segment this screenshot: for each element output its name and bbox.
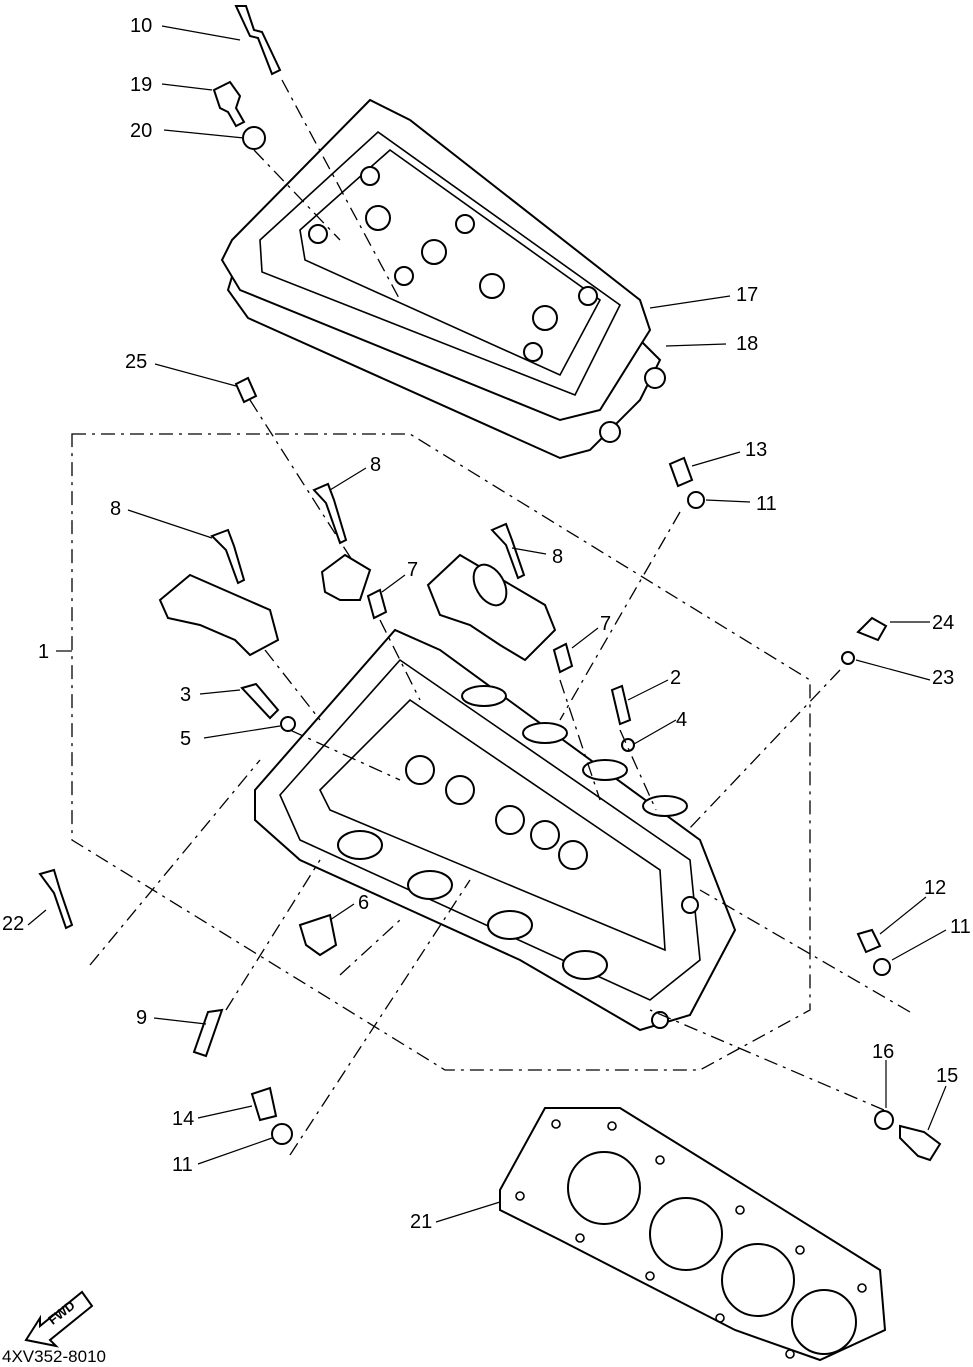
- reference-code: 4XV352-8010: [2, 1347, 106, 1366]
- callout-8-right: 8: [552, 546, 563, 568]
- dowel-pin-7-left: [366, 588, 388, 620]
- gasket-11-lower: [271, 1123, 293, 1145]
- cover-bolt-holes: [308, 166, 598, 362]
- dowel-pin-25: [234, 376, 258, 404]
- callout-15: 15: [936, 1065, 958, 1087]
- plug-6: [298, 913, 338, 957]
- cylinder-head: [254, 628, 737, 1032]
- callout-9: 9: [136, 1007, 147, 1029]
- callout-3: 3: [180, 684, 191, 706]
- stud-bolt-9: [192, 1008, 224, 1058]
- camshaft-lobe: [472, 563, 508, 607]
- callout-8-upper: 8: [370, 454, 381, 476]
- callout-6: 6: [358, 892, 369, 914]
- callout-11-upper: 11: [756, 493, 777, 515]
- bolt-22: [38, 868, 74, 930]
- plug-12: [856, 928, 882, 954]
- plug-13: [668, 456, 694, 488]
- callout-13: 13: [745, 439, 767, 461]
- callout-4: 4: [676, 709, 687, 731]
- callout-22: 22: [2, 913, 24, 935]
- callout-16: 16: [872, 1041, 894, 1063]
- gasket-16: [874, 1110, 894, 1130]
- callout-14: 14: [172, 1108, 194, 1130]
- spark-plug-bores: [365, 205, 558, 331]
- callout-10: 10: [130, 15, 152, 37]
- callout-21: 21: [410, 1211, 432, 1233]
- cylinder-head-gasket: [499, 1107, 887, 1362]
- cap-bolt-right: [490, 522, 526, 580]
- cylinder-head-assembly-boundary: [71, 433, 811, 1071]
- dowel-pin-7-right: [552, 642, 574, 674]
- callout-18: 18: [736, 333, 758, 355]
- callout-19: 19: [130, 74, 152, 96]
- union-bolt-24: [856, 616, 888, 642]
- callout-8-left: 8: [110, 498, 121, 520]
- gasket-23: [841, 651, 855, 665]
- cap-bolt-left: [210, 528, 246, 585]
- o-ring-5: [280, 716, 296, 732]
- union-bolt-15: [899, 1124, 942, 1162]
- cover-bolt: [212, 80, 246, 128]
- callout-24: 24: [932, 612, 954, 634]
- camshaft-cap-left: [158, 573, 280, 657]
- cover-grommet: [242, 126, 266, 150]
- callout-25: 25: [125, 351, 147, 373]
- gasket-11-right: [873, 958, 891, 976]
- camshaft-cap-center: [320, 553, 372, 601]
- gasket-11-upper: [687, 491, 705, 509]
- callout-11-lower: 11: [172, 1154, 193, 1176]
- spark-plug: [234, 5, 282, 76]
- gasket-holes: [515, 1119, 867, 1359]
- stud-bolt-3: [240, 682, 280, 720]
- exhaust-ports: [337, 830, 608, 980]
- callout-7-right: 7: [600, 613, 611, 635]
- callout-labels: 10 19 20 17 18 25 13 11 8 8 8 7 7 24 23 …: [2, 15, 971, 1233]
- cylinder-head-cover: [220, 98, 666, 460]
- camshaft-journals: [405, 755, 588, 870]
- forward-direction-arrow: [24, 1290, 94, 1348]
- callout-20: 20: [130, 120, 152, 142]
- intake-ports: [461, 685, 688, 817]
- callout-7-left: 7: [407, 559, 418, 581]
- callout-23: 23: [932, 667, 954, 689]
- callout-2: 2: [670, 667, 681, 689]
- cap-bolt-upper: [312, 482, 348, 545]
- assembly-lines: [89, 79, 911, 1156]
- callout-1: 1: [38, 641, 49, 663]
- plug-14: [250, 1086, 278, 1122]
- callout-12: 12: [924, 877, 946, 899]
- callout-11-right: 11: [950, 916, 971, 938]
- callout-5: 5: [180, 728, 191, 750]
- callout-leaders: [27, 25, 947, 1223]
- stud-bolt-2: [610, 684, 632, 726]
- callout-17: 17: [736, 284, 758, 306]
